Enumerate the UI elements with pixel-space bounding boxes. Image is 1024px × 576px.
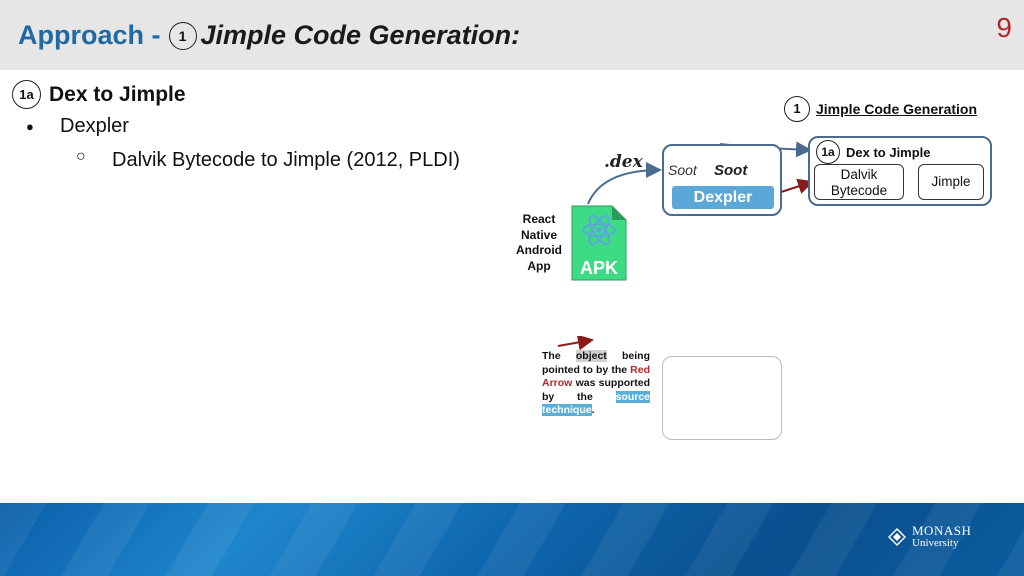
legend-w3: being pointed to by the xyxy=(542,350,650,376)
title-prefix: Approach - xyxy=(18,20,161,50)
dex-label: .dex xyxy=(604,152,643,172)
legend-period: . xyxy=(591,404,595,417)
title-main: Jimple Code Generation: xyxy=(200,20,521,50)
diagram-arrows xyxy=(587,141,916,205)
dalvik-line1: Dalvik xyxy=(840,167,878,182)
slide-footer: MONASH University xyxy=(0,503,1024,576)
d2j-title: Dex to Jimple xyxy=(846,144,931,160)
monash-text: MONASH University xyxy=(912,523,972,549)
slide-content: 1a Dex to Jimple ● Dexpler ○ Dalvik Byte… xyxy=(12,80,502,174)
bullet-text: Dexpler xyxy=(60,115,129,137)
sub-bullet-text: Dalvik Bytecode to Jimple (2012, PLDI) xyxy=(112,149,460,171)
slide-title: Approach - 1 Jimple Code Generation: xyxy=(18,20,520,51)
step-number-badge: 1 xyxy=(168,21,197,50)
legend-red-arrow-icon xyxy=(557,336,594,350)
section-title: Dex to Jimple xyxy=(49,82,186,106)
jcg-text: Jimple Code Generation xyxy=(816,101,978,117)
monash-university: University xyxy=(912,537,959,549)
dalvik-line2: Bytecode xyxy=(830,183,888,198)
section-heading: 1a Dex to Jimple xyxy=(12,80,502,109)
monash-shield-icon xyxy=(888,527,906,547)
jimple-box: Jimple xyxy=(918,164,984,200)
d2j-header: 1a Dex to Jimple xyxy=(816,140,931,164)
dalvik-bytecode-box: Dalvik Bytecode xyxy=(814,164,904,200)
red-arrow-dexpler-to-dalvik xyxy=(777,178,814,194)
legend-text: The object being pointed to by the Red A… xyxy=(542,350,650,418)
soot-name: Soot xyxy=(714,162,748,179)
monash-name: MONASH xyxy=(912,523,972,538)
legend-red-arrow: Red Arrow xyxy=(542,363,651,390)
section-badge: 1a xyxy=(12,80,41,109)
apk-to-soot-arrow xyxy=(587,162,662,205)
page-number: 9 xyxy=(996,12,1012,43)
footer-sheen xyxy=(0,503,1024,576)
dexpler-label: Dexpler xyxy=(672,186,774,209)
apk-file-icon: APK xyxy=(571,205,627,281)
soot-box: Soot Soot Dexpler xyxy=(662,144,782,216)
dex-to-jimple-box: 1a Dex to Jimple Dalvik Bytecode Jimple xyxy=(808,136,992,206)
apk-caption: React Native Android App xyxy=(516,212,562,273)
pipeline-diagram: React Native Android App APK .dex Soot S… xyxy=(516,96,992,440)
monash-logo: MONASH University xyxy=(888,523,972,549)
bullet-item: ● Dexpler xyxy=(26,115,502,138)
sub-bullet-circle-icon: ○ xyxy=(76,148,86,165)
legend-w5: was supported by the xyxy=(542,377,650,403)
apk-text: APK xyxy=(580,258,618,278)
bullet-dot-icon: ● xyxy=(26,119,34,134)
sub-bullet-item: ○ Dalvik Bytecode to Jimple (2012, PLDI) xyxy=(76,146,502,174)
jimple-code-generation-label: 1 Jimple Code Generation xyxy=(784,96,977,122)
soot-logo: Soot xyxy=(668,162,697,178)
legend-object: object xyxy=(575,350,607,362)
jcg-number-badge: 1 xyxy=(784,96,810,122)
d2j-badge: 1a xyxy=(816,140,840,164)
legend-empty-box xyxy=(662,356,782,440)
slide-header: Approach - 1 Jimple Code Generation: 9 xyxy=(0,0,1024,70)
legend-w1: The xyxy=(542,350,561,362)
